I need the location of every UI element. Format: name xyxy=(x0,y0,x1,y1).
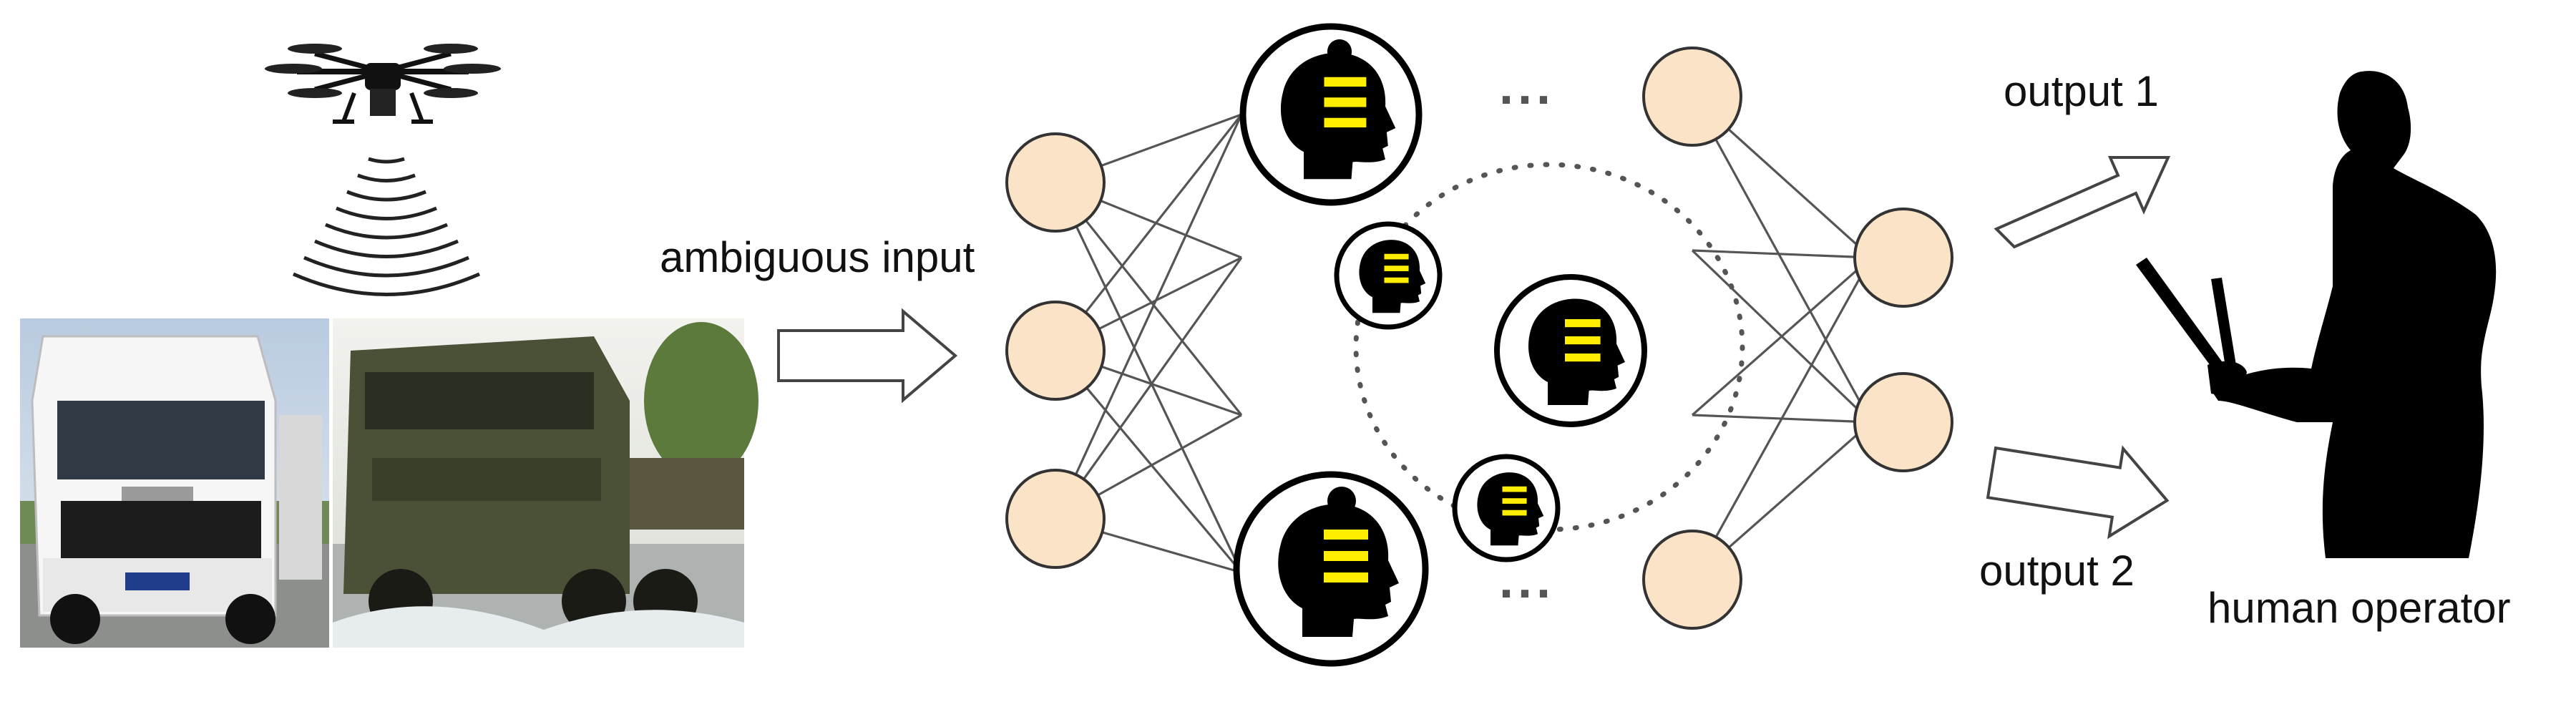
human-operator-label: human operator xyxy=(2207,584,2511,632)
ellipsis-top: ... xyxy=(1499,58,1556,115)
hidden-nodes xyxy=(1642,47,1742,630)
military-truck-photo xyxy=(333,318,758,648)
hidden-node xyxy=(1642,47,1742,147)
output-nodes xyxy=(1853,208,1953,472)
input-node xyxy=(1005,469,1106,569)
dotted-ring xyxy=(1353,162,1745,532)
ellipsis-bottom: ... xyxy=(1499,552,1556,609)
input-nodes xyxy=(1005,132,1106,569)
output-2-label: output 2 xyxy=(1979,547,2135,595)
human-operator-silhouette xyxy=(2136,71,2497,559)
expert-node xyxy=(1452,454,1561,562)
output-1-arrow xyxy=(1994,156,2171,249)
output-node xyxy=(1853,208,1953,308)
drone-icon xyxy=(265,44,501,124)
input-label: ambiguous input xyxy=(660,233,975,281)
expert-node xyxy=(1494,274,1647,427)
output-2-arrow xyxy=(1986,445,2170,540)
expert-node xyxy=(1239,23,1423,206)
radar-waves-icon xyxy=(292,157,481,296)
output-1-label: output 1 xyxy=(2004,67,2159,115)
hidden-node xyxy=(1642,530,1742,630)
output-node xyxy=(1853,372,1953,472)
input-node xyxy=(1005,132,1106,233)
white-truck-photo xyxy=(20,318,329,648)
expert-node xyxy=(1334,221,1443,330)
input-arrow xyxy=(777,308,958,404)
expert-node xyxy=(1233,471,1429,667)
input-node xyxy=(1005,301,1106,401)
